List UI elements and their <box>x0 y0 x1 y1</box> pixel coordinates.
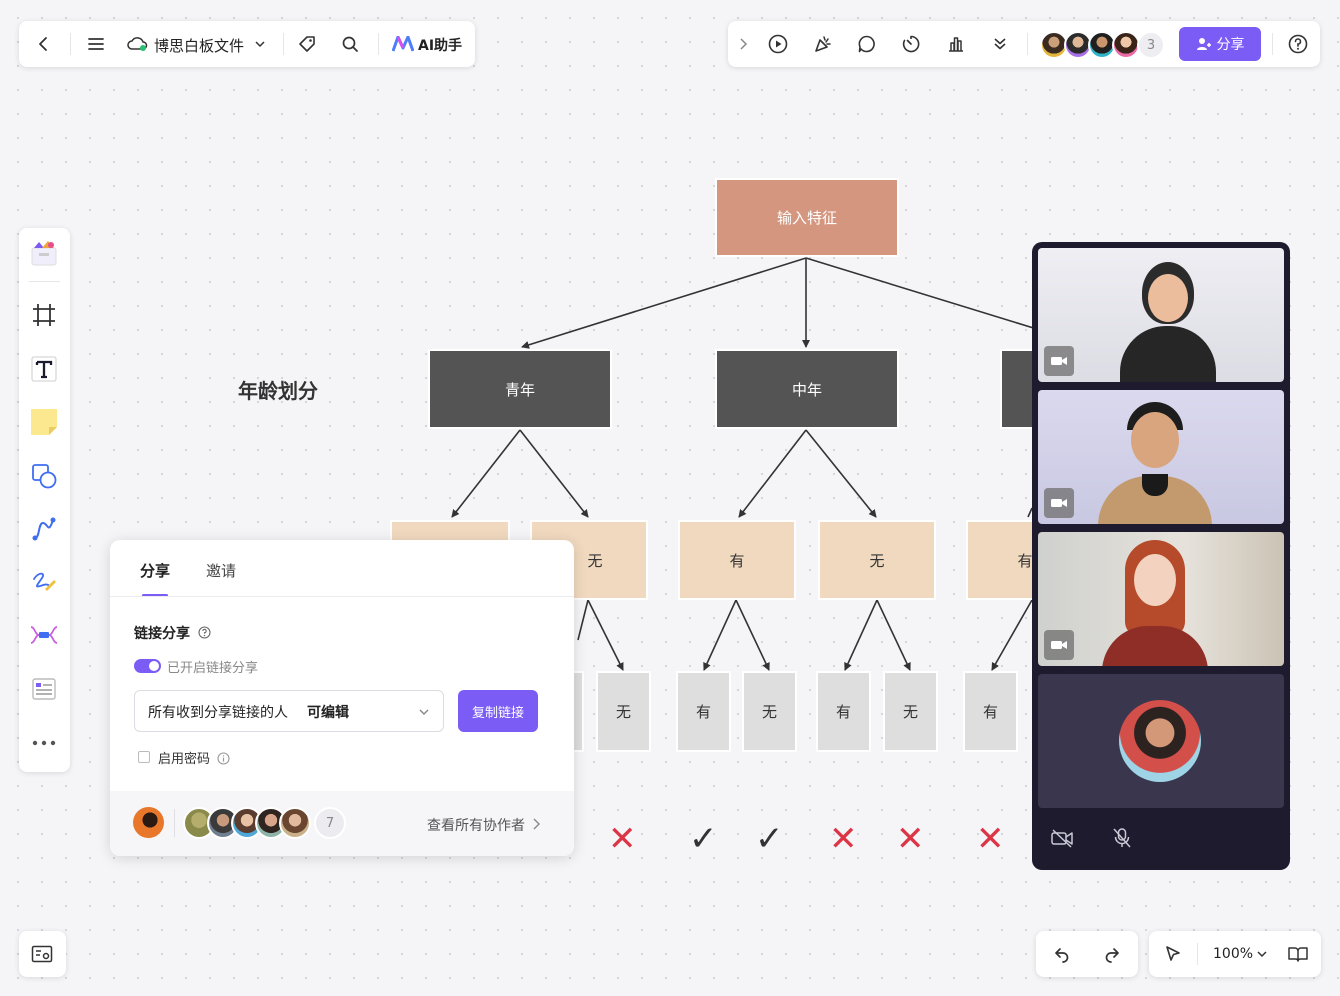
search-icon[interactable] <box>335 29 365 59</box>
video-tile[interactable] <box>1038 390 1284 524</box>
camera-off-icon[interactable] <box>1046 822 1078 854</box>
tab-invite[interactable]: 邀请 <box>206 562 237 580</box>
undo-redo-toolbar <box>1036 931 1138 977</box>
add-user-icon <box>1196 38 1211 50</box>
chevron-right-icon[interactable] <box>734 34 752 54</box>
tag-icon[interactable] <box>292 29 322 59</box>
node-gray[interactable]: 有 <box>676 671 731 752</box>
copy-link-button[interactable]: 复制链接 <box>458 690 538 732</box>
link-share-title: 链接分享 <box>134 626 190 642</box>
shape-tool-icon[interactable] <box>28 460 60 492</box>
collaborators-footer: 7 查看所有协作者 <box>110 791 574 856</box>
permission-value: 可编辑 <box>307 705 349 721</box>
node-gray[interactable]: 无 <box>742 671 797 752</box>
table-icon[interactable] <box>28 673 60 705</box>
info-icon[interactable] <box>196 624 212 640</box>
avatar[interactable] <box>279 807 311 839</box>
play-icon[interactable] <box>763 29 793 59</box>
video-tile[interactable] <box>1038 248 1284 382</box>
node-gray[interactable]: 有 <box>816 671 871 752</box>
video-call-panel <box>1032 242 1290 870</box>
password-checkbox[interactable] <box>138 751 150 763</box>
chevron-down-icon <box>419 709 429 715</box>
x-mark-icon[interactable]: ✕ <box>976 819 1005 859</box>
bottom-left-toolbar <box>19 931 66 977</box>
collaborator-count[interactable]: 7 <box>314 807 346 839</box>
link-share-toggle[interactable] <box>134 659 161 673</box>
node-tan[interactable]: 无 <box>818 520 936 600</box>
camera-icon <box>1044 630 1074 660</box>
avatar[interactable] <box>1112 31 1140 59</box>
node-gray[interactable]: 有 <box>963 671 1018 752</box>
template-icon[interactable] <box>27 236 61 270</box>
menu-icon[interactable] <box>81 29 111 59</box>
view-all-collaborators-link[interactable]: 查看所有协作者 <box>427 818 525 834</box>
redo-icon[interactable] <box>1098 939 1128 969</box>
avatar <box>1119 700 1201 782</box>
collaborator-count[interactable]: 3 <box>1137 31 1165 59</box>
cloud-sync-icon <box>125 31 149 57</box>
comment-icon[interactable] <box>852 29 882 59</box>
double-chevron-down-icon[interactable] <box>985 29 1015 59</box>
camera-icon <box>1044 346 1074 376</box>
vote-icon[interactable] <box>941 29 971 59</box>
node-youth[interactable]: 青年 <box>428 349 612 429</box>
x-mark-icon[interactable]: ✕ <box>896 819 925 859</box>
select-cursor-icon[interactable] <box>1158 939 1188 969</box>
x-mark-icon[interactable]: ✕ <box>608 819 637 859</box>
chevron-right-icon[interactable] <box>530 815 542 833</box>
permission-select[interactable]: 所有收到分享链接的人 可编辑 <box>134 690 444 732</box>
age-division-label[interactable]: 年龄划分 <box>238 379 318 403</box>
microphone-off-icon[interactable] <box>1106 822 1138 854</box>
avatar[interactable] <box>1064 31 1092 59</box>
share-panel: 分享 邀请 链接分享 已开启链接分享 所有收到分享链接的人 可编辑 复制链接 启… <box>110 540 574 856</box>
share-button[interactable]: 分享 <box>1179 27 1261 61</box>
permission-text: 所有收到分享链接的人 <box>148 705 288 721</box>
ai-assistant-button[interactable]: AI助手 <box>418 38 463 54</box>
root-node[interactable]: 输入特征 <box>715 178 899 257</box>
node-gray[interactable]: 无 <box>883 671 938 752</box>
top-right-toolbar: 3 分享 <box>728 21 1320 67</box>
connector-icon[interactable] <box>28 513 60 545</box>
x-mark-icon[interactable]: ✕ <box>829 819 858 859</box>
ai-logo-icon[interactable] <box>391 33 415 55</box>
share-button-label: 分享 <box>1216 37 1245 53</box>
file-name[interactable]: 博思白板文件 <box>154 37 245 55</box>
sticky-note-icon[interactable] <box>28 406 60 438</box>
zoom-level[interactable]: 100% <box>1213 946 1254 962</box>
undo-icon[interactable] <box>1046 939 1076 969</box>
check-mark-icon[interactable]: ✓ <box>689 819 718 859</box>
book-icon[interactable] <box>1283 939 1313 969</box>
camera-icon <box>1044 488 1074 518</box>
chevron-down-icon[interactable] <box>1255 946 1269 962</box>
more-icon[interactable] <box>28 727 60 759</box>
node-gray[interactable]: 无 <box>596 671 651 752</box>
video-tile[interactable] <box>1038 532 1284 666</box>
node-tan[interactable]: 有 <box>678 520 796 600</box>
pen-icon[interactable] <box>28 566 60 598</box>
owner-avatar[interactable] <box>133 807 164 838</box>
avatar[interactable] <box>1088 31 1116 59</box>
chevron-down-icon[interactable] <box>252 35 268 53</box>
view-toolbar: 100% <box>1149 931 1321 977</box>
timer-icon[interactable] <box>896 29 926 59</box>
info-icon[interactable] <box>215 750 231 766</box>
text-tool-icon[interactable] <box>28 353 60 385</box>
mindmap-icon[interactable] <box>28 619 60 651</box>
audio-tile[interactable] <box>1038 674 1284 808</box>
minimap-icon[interactable] <box>27 939 57 969</box>
node-middle-age[interactable]: 中年 <box>715 349 899 429</box>
top-left-toolbar: 博思白板文件 AI助手 <box>19 21 475 67</box>
toggle-label: 已开启链接分享 <box>167 661 259 676</box>
celebrate-icon[interactable] <box>808 29 838 59</box>
frame-icon[interactable] <box>28 299 60 331</box>
left-toolbar <box>19 228 70 772</box>
avatar[interactable] <box>1040 31 1068 59</box>
tab-share[interactable]: 分享 <box>140 562 171 580</box>
check-mark-icon[interactable]: ✓ <box>755 819 784 859</box>
help-icon[interactable] <box>1283 29 1313 59</box>
back-icon[interactable] <box>29 29 59 59</box>
password-label: 启用密码 <box>158 752 211 767</box>
